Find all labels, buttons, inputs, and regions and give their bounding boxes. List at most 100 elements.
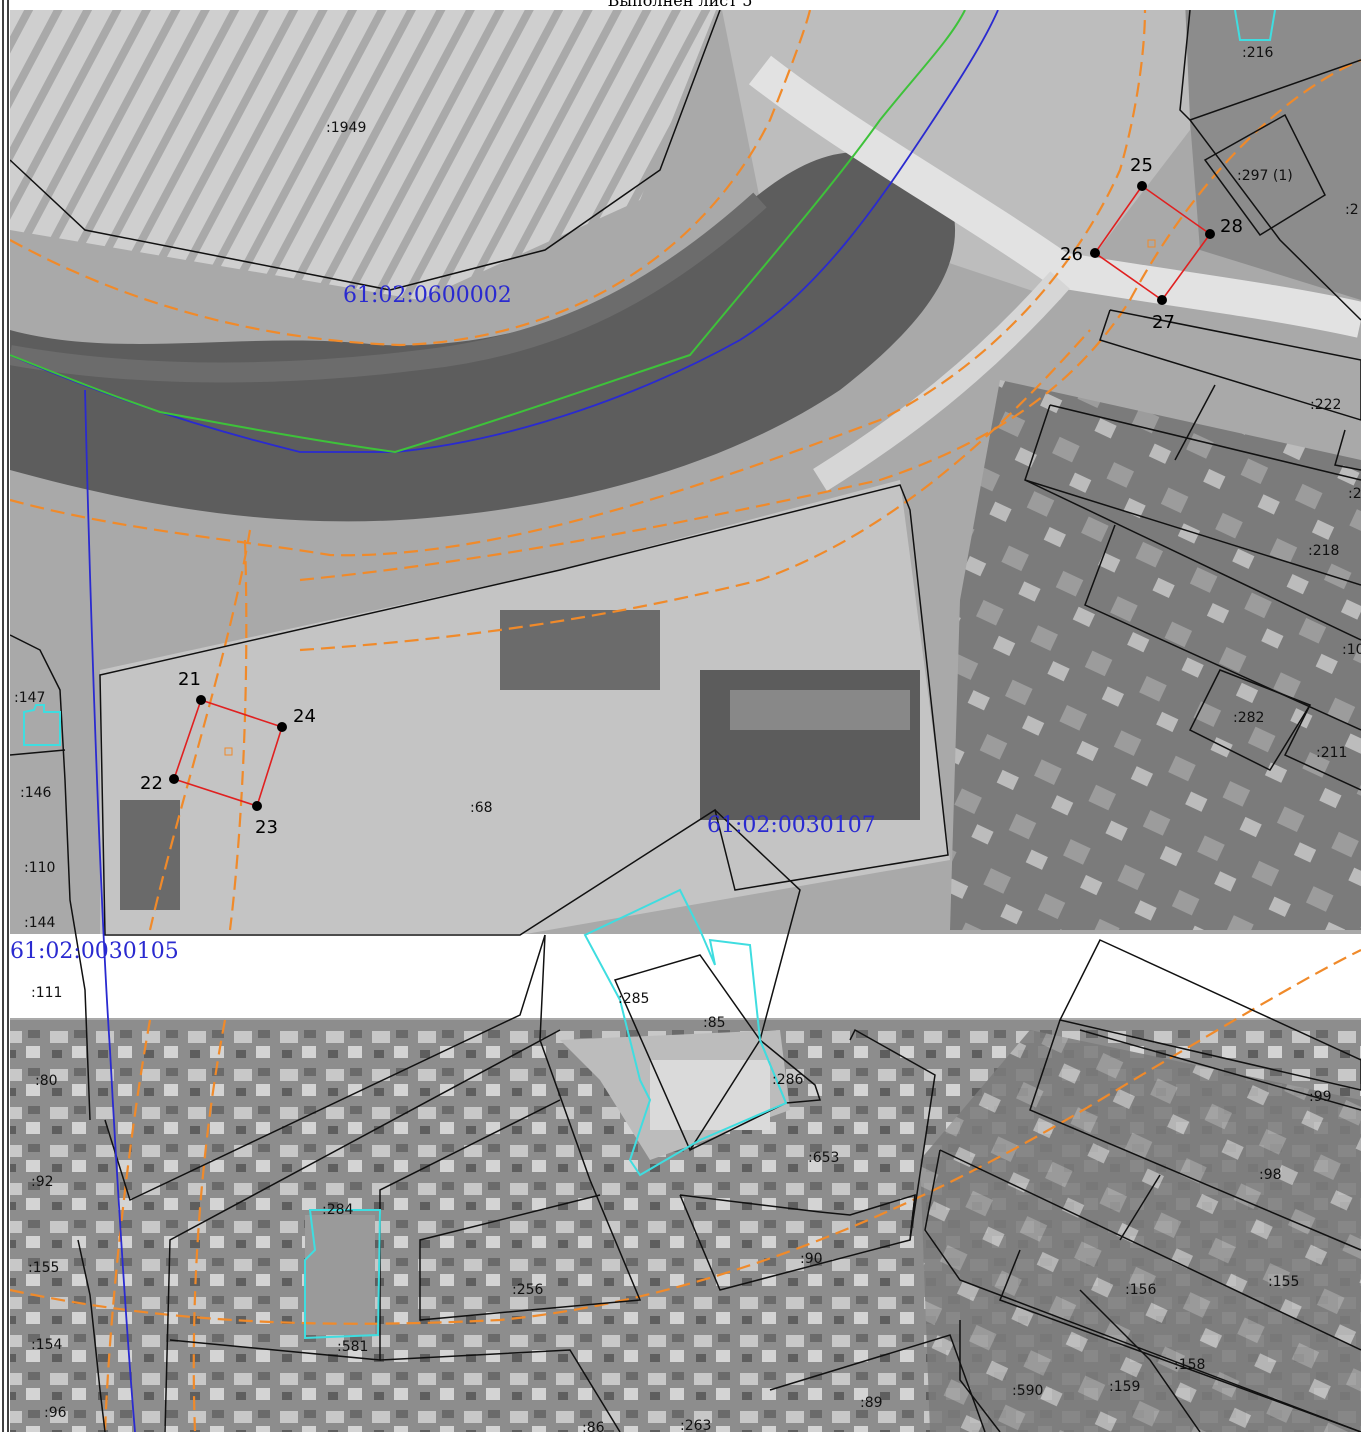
parcel-label-155-east: :155 (1268, 1274, 1299, 1290)
parcel-label-158: :158 (1174, 1357, 1205, 1373)
parcel-158-boundary (999, 1249, 1361, 1432)
survey-point-22[interactable] (169, 774, 179, 784)
quarter-label-0030107: 61:02:0030107 (707, 813, 876, 838)
point-label-22: 22 (140, 773, 163, 794)
parcel-222-top (1049, 404, 1361, 481)
parcel-222-divider (1174, 384, 1216, 461)
parcel-653-boundary (849, 1028, 936, 1241)
parcel-label-218: :218 (1308, 543, 1339, 559)
parcel-label-222: :222 (1310, 397, 1341, 413)
parcel-label-159: :159 (1109, 1379, 1140, 1395)
parcel-label-10: :10 (1342, 642, 1361, 658)
parcel-label-96: :96 (44, 1405, 67, 1421)
parcel-label-285: :285 (618, 991, 649, 1007)
parcel-label-85: :85 (703, 1015, 726, 1031)
point-label-25: 25 (1130, 155, 1153, 176)
parcel-label-146: :146 (20, 785, 52, 801)
parcel-west-column (9, 634, 91, 1121)
parcel-label-80: :80 (35, 1073, 58, 1089)
header-band (10, 0, 1361, 10)
point-label-24: 24 (293, 706, 316, 727)
point-label-26: 26 (1060, 244, 1083, 265)
survey-point-23[interactable] (252, 801, 262, 811)
point-label-28: 28 (1220, 216, 1243, 237)
survey-point-25[interactable] (1137, 181, 1147, 191)
parcel-216-boundary (1179, 9, 1361, 121)
zone-line-west-a (103, 529, 252, 1432)
parcel-label-2a: :2 (1345, 202, 1359, 218)
survey-point-21[interactable] (196, 695, 206, 705)
parcel-label-216: :216 (1242, 45, 1274, 61)
quarter-label-0030105: 61:02:0030105 (10, 939, 179, 964)
parcel-297-boundary (1203, 113, 1326, 237)
parcel-label-581: :581 (337, 1339, 368, 1355)
parcel-label-99: :99 (1309, 1089, 1332, 1105)
parcel-label-92: :92 (31, 1174, 54, 1190)
survey-parcel-east-marker (1147, 239, 1156, 248)
survey-point-24[interactable] (277, 722, 287, 732)
parcel-1949-boundary (9, 9, 721, 291)
survey-point-26[interactable] (1090, 248, 1100, 258)
parcel-label-144: :144 (24, 915, 56, 931)
parcel-68-boundary (99, 484, 949, 936)
river-edge-line (9, 9, 966, 454)
parcel-211-boundary (1283, 704, 1361, 791)
parcel-label-256: :256 (512, 1282, 544, 1298)
zone-boundaries (9, 9, 1361, 1432)
quarter-labels: 61:02:0600002 61:02:0030107 61:02:003010… (10, 283, 876, 964)
parcel-label-653: :653 (808, 1150, 839, 1166)
survey-parcel-west[interactable] (169, 695, 287, 811)
zone-line-river-south (9, 9, 1147, 557)
parcel-68-south (104, 934, 546, 1202)
parcel-222-corner (1334, 429, 1361, 471)
parcel-label-147: :147 (14, 690, 45, 706)
left-margin (0, 0, 10, 1432)
survey-parcel-west-marker (224, 747, 233, 756)
building-outlines (23, 9, 1276, 1340)
parcel-99-top (1058, 939, 1361, 1091)
parcel-road-strip-boundary (1099, 309, 1361, 421)
parcel-label-286: :286 (772, 1072, 804, 1088)
parcel-label-68: :68 (470, 800, 493, 816)
zone-line-inner (299, 329, 1091, 652)
parcel-98-boundary (1029, 1019, 1361, 1251)
quarter-label-0600002: 61:02:0600002 (343, 283, 512, 308)
parcel-label-282: :282 (1233, 710, 1264, 726)
quarter-boundaries (9, 9, 999, 1432)
parcel-label-211: :211 (1316, 745, 1347, 761)
parcel-label-86: :86 (582, 1420, 605, 1432)
point-label-23: 23 (255, 817, 278, 838)
parcel-label-154: :154 (31, 1337, 63, 1353)
parcel-label-90: :90 (800, 1251, 823, 1267)
point-labels: 21 24 22 23 25 28 26 27 (140, 155, 1243, 838)
parcel-590-boundary (959, 1320, 1001, 1432)
parcel-581-boundary (169, 1099, 561, 1361)
parcel-286-boundary (759, 1039, 822, 1104)
survey-point-27[interactable] (1157, 295, 1167, 305)
parcel-86-boundary (379, 1349, 621, 1432)
zone-line-river-north (9, 9, 812, 347)
survey-parcel-east[interactable] (1090, 181, 1215, 305)
parcel-label-155-west: :155 (28, 1260, 59, 1276)
survey-point-28[interactable] (1205, 229, 1215, 239)
parcel-label-111: :111 (31, 985, 62, 1001)
parcel-284-boundary (164, 1029, 561, 1432)
quarter-line-river (9, 9, 999, 453)
zone-line-west-b (192, 539, 248, 1432)
parcel-label-1949: :1949 (326, 120, 366, 136)
parcel-west-lower (77, 1239, 106, 1432)
parcel-159-boundary (1079, 1289, 1201, 1432)
parcel-boundaries (9, 9, 1361, 1432)
parcel-89-boundary (769, 1334, 986, 1432)
parcel-label-110: :110 (24, 860, 55, 876)
building-285 (583, 888, 788, 1177)
parcel-98-divider (1119, 1174, 1161, 1241)
parcel-label-284: :284 (322, 1202, 354, 1218)
parcel-west-dividers (9, 749, 66, 756)
parcel-label-98: :98 (1259, 1167, 1282, 1183)
building-216 (1234, 9, 1276, 41)
parcel-labels: :1949 :216 :297 (1) :2 :222 :2 :218 :10 … (14, 45, 1361, 1432)
